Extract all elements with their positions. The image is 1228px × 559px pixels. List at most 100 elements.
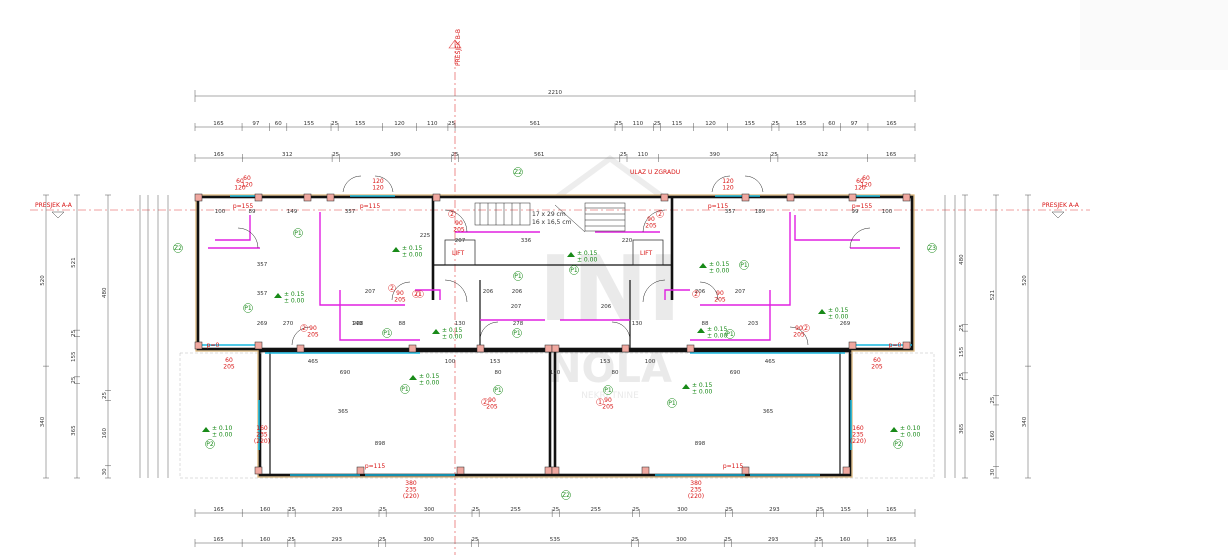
window-tag: 235	[852, 432, 864, 439]
svg-text:2210: 2210	[548, 90, 562, 96]
dim-label: 312	[817, 152, 828, 158]
room-dim: 357	[257, 291, 268, 297]
side-dim-label: 25	[959, 372, 965, 379]
door-tag: 2	[450, 211, 454, 218]
side-dim-label: 25	[959, 324, 965, 331]
doors	[237, 175, 871, 346]
dim-label: 97	[252, 121, 259, 127]
dim-label: 300	[424, 507, 435, 513]
dim-label: 390	[390, 152, 401, 158]
door-tag: 1	[418, 291, 422, 298]
room-tag-circle	[493, 385, 503, 395]
dim-label: 25	[552, 507, 559, 513]
room-tag: Z3	[928, 245, 936, 252]
side-dim-label: 30	[102, 468, 108, 475]
faded-corner	[1080, 0, 1228, 70]
room-dim: 100	[215, 209, 226, 215]
window-tag: 120	[722, 185, 734, 192]
level-symbol	[699, 263, 707, 268]
window-tag: 235	[256, 432, 268, 439]
room-tag: Z2	[514, 169, 522, 176]
dim-label: 165	[886, 121, 897, 127]
door-tag: 2	[658, 211, 662, 218]
dim-label: 300	[677, 507, 688, 513]
side-dim-label: 340	[40, 416, 46, 427]
room-dim: 153	[600, 359, 611, 365]
door-tag: 2	[302, 325, 306, 332]
dim-label: 25	[724, 537, 731, 543]
window-tag: 205	[453, 227, 465, 234]
room-tag-circle	[667, 398, 677, 408]
room-tag-circle	[293, 228, 303, 238]
window-tag: (220)	[688, 493, 704, 500]
dim-label: 25	[654, 121, 661, 127]
level-mark: ± 0.00	[577, 257, 597, 264]
room-tag: P1	[740, 262, 748, 269]
watermark-top: INI	[539, 237, 681, 342]
stair	[474, 202, 626, 233]
room-tag-circle	[725, 329, 735, 339]
room-tag: P1	[401, 386, 409, 393]
dim-label: 120	[394, 121, 405, 127]
level-symbol	[682, 384, 690, 389]
room-dim: 206	[695, 289, 706, 295]
room-dim: 228	[353, 321, 364, 327]
dim-label: 25	[331, 121, 338, 127]
dim-label: 155	[304, 121, 315, 127]
level-mark: ± 0.00	[709, 268, 729, 275]
room-tag-circle	[512, 328, 522, 338]
window-tag: 380	[405, 480, 417, 487]
room-dim: 357	[725, 209, 736, 215]
window-tags: 9020590205902059020590205902059020590205…	[223, 175, 883, 500]
side-dim-label: 25	[102, 392, 108, 399]
room-tag-circle	[173, 243, 183, 253]
dim-label: 25	[631, 537, 638, 543]
door-tag-circle	[481, 398, 489, 406]
room-dim: 130	[632, 321, 643, 327]
window-tag: 60	[225, 357, 233, 364]
level-mark: ± 0.15	[284, 291, 304, 298]
section-label-vertical: PRESJEK B-B	[455, 29, 462, 66]
room-tag: P1	[244, 305, 252, 312]
level-mark: ± 0.00	[402, 252, 422, 259]
dim-label: 155	[840, 507, 851, 513]
window-tag: 160	[852, 425, 864, 432]
dim-label: 25	[472, 507, 479, 513]
level-mark: ± 0.15	[828, 307, 848, 314]
dim-label: 165	[213, 152, 224, 158]
dim-label: 255	[510, 507, 521, 513]
watermark-bottom: NOLA	[548, 346, 672, 392]
room-tag-circle	[243, 303, 253, 313]
room-dim: 130	[455, 321, 466, 327]
level-mark: ± 0.00	[212, 432, 232, 439]
level-symbol	[818, 309, 826, 314]
dim-label: 165	[886, 152, 897, 158]
room-dim: 690	[340, 370, 351, 376]
dim-label: 293	[332, 537, 343, 543]
room-dim: 220	[622, 238, 633, 244]
dim-label: 165	[213, 121, 224, 127]
dim-label: 110	[638, 152, 649, 158]
side-dimensions: 5203405212515525365480251603048025155253…	[40, 194, 1031, 479]
dim-label: 25	[379, 537, 386, 543]
room-dim: 153	[490, 359, 501, 365]
columns	[194, 193, 911, 475]
window-tag: 205	[602, 404, 614, 411]
side-dim-label: 30	[990, 468, 996, 475]
watermark: INI NOLA NEKRETNINE	[539, 155, 681, 401]
dim-label: 160	[260, 537, 271, 543]
dim-label: 293	[332, 507, 343, 513]
room-tag: P2	[894, 441, 902, 448]
room-dim: 203	[748, 321, 759, 327]
dim-label: 561	[530, 121, 541, 127]
room-dim: 189	[755, 209, 766, 215]
lift-shafts: LIFT LIFT	[444, 239, 664, 266]
watermark-small: NEKRETNINE	[581, 391, 639, 401]
window-tag: 235	[690, 487, 702, 494]
parapet-label: p=0	[889, 342, 902, 349]
room-tag-circle	[569, 265, 579, 275]
door-tag: 1	[598, 399, 602, 406]
side-dim-label: 480	[102, 287, 108, 298]
window-tag: 90	[396, 290, 404, 297]
window-tag: 235	[405, 487, 417, 494]
